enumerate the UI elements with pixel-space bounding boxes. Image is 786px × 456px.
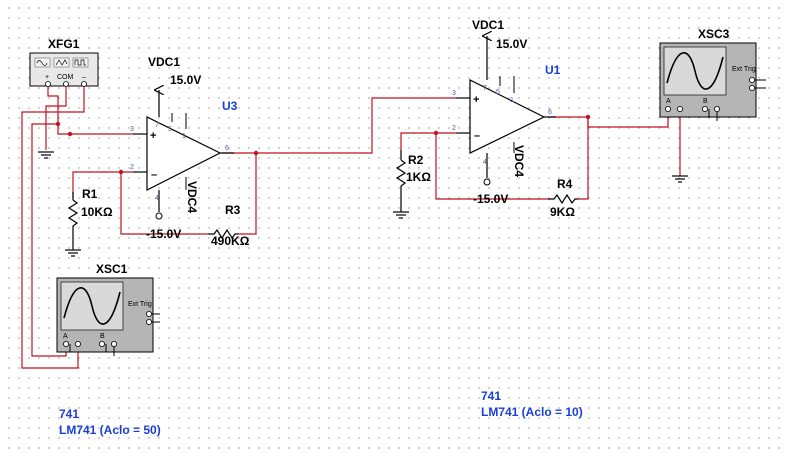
wires <box>21 86 681 369</box>
u1-opamp[interactable]: + – 3 2 6 7 4 5 1 VDC1 15.0V U1 VDC4 -15… <box>452 18 561 206</box>
sine-trace-icon <box>666 51 724 90</box>
xsc1-oscilloscope[interactable]: XSC1 Ext Trig A B <box>56 262 160 356</box>
u1-vee-value: -15.0V <box>473 192 508 206</box>
wire-fg-plus-to-u3[interactable] <box>47 86 133 135</box>
wire-u3-inv-to-r3[interactable] <box>120 172 208 235</box>
r3-value: 490KΩ <box>211 234 250 248</box>
junction-dots <box>55 114 591 175</box>
wire-fg-com-to-gnd[interactable] <box>45 86 67 150</box>
u1-pin2: 2 <box>452 125 456 132</box>
note-right-line2: LM741 (Aclo = 10) <box>481 405 583 419</box>
triangle-wave-icon <box>55 59 68 66</box>
wire-u1-inv-to-r4[interactable] <box>435 133 548 200</box>
xfg1-label: XFG1 <box>48 37 80 51</box>
u3-vee-name: VDC4 <box>185 181 199 213</box>
wire-r4-to-u1-out[interactable] <box>578 117 589 200</box>
xsc3-b: B <box>703 98 708 105</box>
u1-pin3: 3 <box>452 90 456 97</box>
xfg1-plus: + <box>45 74 49 81</box>
ground-r1 <box>65 232 81 257</box>
u1-name: U1 <box>545 63 561 77</box>
r1-value: 10KΩ <box>81 205 113 219</box>
note-right-line1: 741 <box>481 389 501 403</box>
u3-vcc-value: 15.0V <box>170 73 201 87</box>
xfg1-com: COM <box>57 74 74 81</box>
note-left-line1: 741 <box>59 407 79 421</box>
ground-xsc3 <box>672 175 688 183</box>
svg-text:–: – <box>474 130 480 142</box>
sine-trace-icon <box>63 286 121 325</box>
sine-wave-icon <box>36 60 48 66</box>
xfg1-function-generator[interactable]: XFG1 + COM – <box>29 37 99 87</box>
xsc3-oscilloscope[interactable]: XSC3 Ext Trig A B <box>659 27 766 121</box>
u1-pin6: 6 <box>548 109 552 116</box>
note-left-line2: LM741 (Aclo = 50) <box>59 423 161 437</box>
xsc1-b: B <box>100 333 105 340</box>
r4-value: 9KΩ <box>550 205 575 219</box>
r2-value: 1KΩ <box>406 170 431 184</box>
wire-r2-to-u1-inv[interactable] <box>400 132 456 150</box>
u3-pin7: 7 <box>155 122 159 129</box>
r1-resistor[interactable]: R1 10KΩ <box>67 187 113 232</box>
wire-r1-to-u3-inv[interactable] <box>72 171 133 198</box>
u3-pin2: 2 <box>130 164 134 171</box>
ground-fg <box>38 151 54 159</box>
r4-resistor[interactable]: R4 9KΩ <box>548 177 578 219</box>
wire-u3-out-to-u1[interactable] <box>222 97 456 154</box>
u3-pin3: 3 <box>130 126 134 133</box>
r3-name: R3 <box>225 203 241 217</box>
square-wave-icon <box>74 59 86 66</box>
u1-vcc-name: VDC1 <box>472 18 504 32</box>
wire-fg-minus-loop[interactable] <box>21 86 85 369</box>
xsc3-ext-trig: Ext Trig <box>732 66 756 73</box>
u3-pin5: 5 <box>168 126 172 133</box>
ground-symbols <box>38 151 688 257</box>
svg-text:+: + <box>473 94 479 106</box>
u3-name: U3 <box>222 99 238 113</box>
wire-r3-to-u3-out[interactable] <box>238 153 257 235</box>
xfg1-minus: – <box>82 74 86 81</box>
xsc1-ext-trig: Ext Trig <box>128 301 152 308</box>
note-right: 741 LM741 (Aclo = 10) <box>481 389 583 419</box>
xsc3-label: XSC3 <box>698 27 730 41</box>
u3-pin1: 1 <box>182 133 186 140</box>
u3-opamp[interactable]: + – 3 2 6 7 4 5 1 VDC1 15.0V U3 VDC4 -15… <box>130 55 238 241</box>
wire-fg-to-scope-a[interactable] <box>31 123 67 357</box>
u1-pin1: 1 <box>510 97 514 104</box>
u3-vee-value: -15.0V <box>146 227 181 241</box>
u1-pin5: 5 <box>496 89 500 96</box>
u1-vee-name: VDC4 <box>512 145 526 177</box>
u3-pin4: 4 <box>155 195 159 202</box>
ground-r2 <box>393 192 409 219</box>
u1-pin7: 7 <box>483 85 487 92</box>
u3-pin6: 6 <box>225 145 229 152</box>
note-left: 741 LM741 (Aclo = 50) <box>59 407 161 437</box>
r4-name: R4 <box>557 177 573 191</box>
u3-vcc-name: VDC1 <box>148 55 180 69</box>
svg-text:–: – <box>151 169 157 181</box>
u1-vcc-value: 15.0V <box>496 37 527 51</box>
r2-resistor[interactable]: R2 1KΩ <box>395 150 431 192</box>
r1-name: R1 <box>82 187 98 201</box>
wire-u1-out-to-scope3[interactable] <box>548 113 669 128</box>
xsc3-a: A <box>666 98 671 105</box>
xsc1-a: A <box>63 333 68 340</box>
svg-text:+: + <box>150 130 156 142</box>
r3-resistor[interactable]: R3 490KΩ <box>208 203 250 248</box>
u1-pin4: 4 <box>483 159 487 166</box>
r2-name: R2 <box>408 153 424 167</box>
xsc1-label: XSC1 <box>96 262 128 276</box>
